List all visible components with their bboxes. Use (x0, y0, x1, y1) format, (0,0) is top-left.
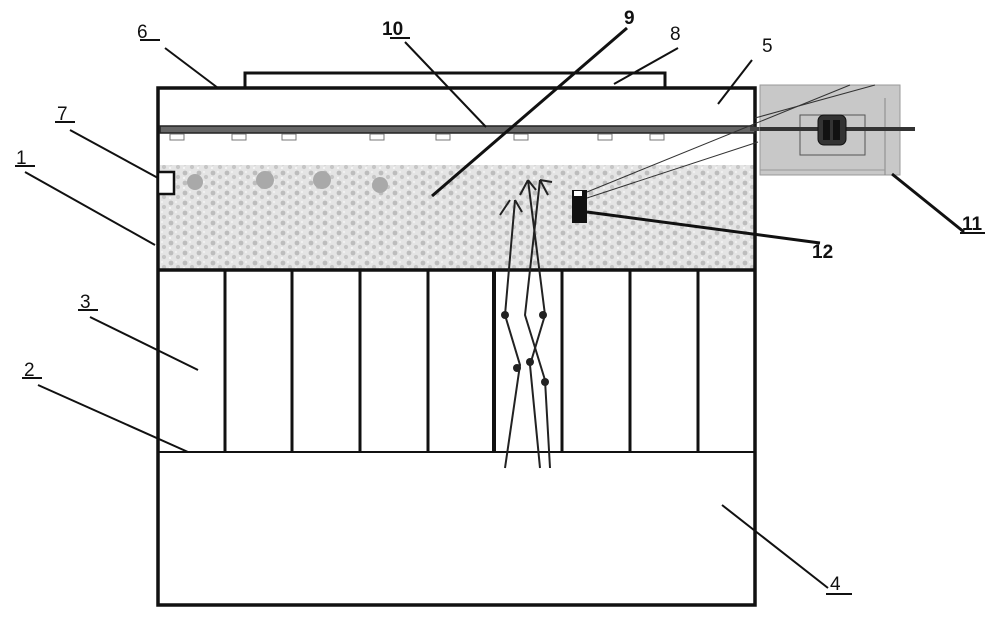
plant-clumps (187, 171, 388, 193)
label-5: 5 (762, 36, 773, 57)
spray-pipe (159, 125, 756, 134)
label-6: 6 (137, 22, 148, 43)
leader-lines (15, 26, 985, 595)
root-nodes (501, 311, 549, 386)
sensor-12 (572, 190, 587, 223)
nozzles (169, 133, 665, 141)
label-2: 2 (24, 360, 35, 381)
label-10: 10 (382, 19, 403, 40)
cover-plate (243, 71, 667, 90)
plant-roots (499, 179, 553, 469)
label-1: 1 (16, 148, 27, 169)
label-3: 3 (80, 292, 91, 313)
label-8: 8 (670, 24, 681, 45)
sensor-12-window (574, 191, 582, 196)
label-9: 9 (624, 8, 635, 29)
label-11: 11 (962, 214, 983, 235)
valve-icon (817, 114, 847, 146)
outer-box (156, 86, 757, 607)
label-4: 4 (830, 574, 841, 595)
controller-box (759, 84, 915, 176)
cell-dividers (223, 270, 700, 452)
substrate-layer (160, 165, 754, 270)
sensor-wires (586, 84, 876, 199)
label-7: 7 (57, 104, 68, 125)
label-12: 12 (812, 242, 833, 263)
sensor-7 (156, 170, 176, 196)
